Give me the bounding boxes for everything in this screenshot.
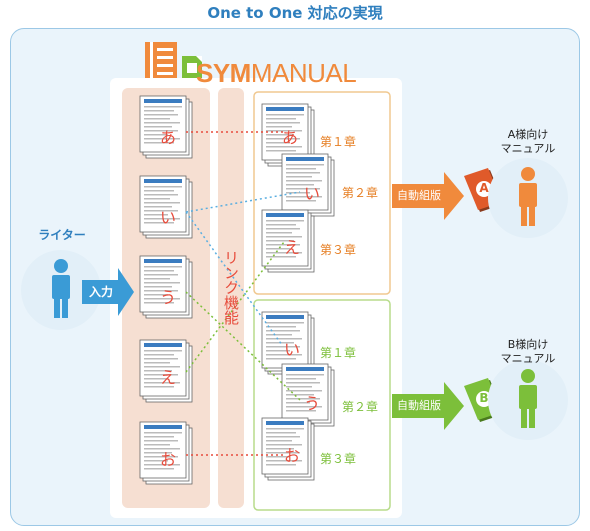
source-kana: お [160, 450, 177, 469]
auto-arrow-a [392, 172, 464, 220]
diagram-title: One to One 対応の実現 [207, 4, 383, 22]
manual-b-chapter: 第２章 [342, 400, 379, 414]
manual-a-chapter: 第１章 [320, 135, 357, 149]
input-arrow [82, 268, 134, 316]
writer-label: ライター [38, 228, 86, 242]
source-kana: あ [160, 128, 177, 147]
logo-book-icon [145, 42, 177, 80]
manual-a-kana: あ [282, 128, 299, 147]
customer-a-label: A様向け マニュアル [480, 128, 576, 156]
source-kana: う [160, 288, 177, 307]
link-lines [185, 131, 301, 456]
manual-a-chapter: 第２章 [342, 186, 379, 200]
auto-arrow-b [392, 382, 464, 430]
manual-b-kana: お [284, 446, 301, 465]
manual-b-chapter: 第１章 [320, 346, 357, 360]
manual-b-kana: う [304, 394, 321, 413]
source-kana: え [160, 368, 177, 387]
auto-label-b: 自動組版 [397, 399, 441, 412]
auto-label-a: 自動組版 [397, 189, 441, 202]
manual-a-kana: い [304, 184, 321, 203]
link-column [218, 88, 244, 508]
writer-figure [21, 250, 101, 330]
input-label: 入力 [88, 285, 113, 299]
customer-b-label-line1: B様向け [507, 338, 549, 351]
manual-b-kana: い [284, 340, 301, 359]
source-kana: い [160, 208, 177, 227]
customer-b-label: B様向け マニュアル [480, 338, 576, 366]
logo-doc-icon [182, 56, 202, 78]
logo-sym: SYM [196, 58, 251, 88]
manual-b-badge: B [479, 391, 489, 405]
manual-a-badge: A [479, 181, 489, 195]
logo-wordmark: SYMMANUAL [196, 58, 357, 89]
logo-manual: MANUAL [250, 58, 357, 88]
customer-a-label-line2: マニュアル [500, 142, 556, 155]
customer-b-label-line2: マニュアル [500, 352, 556, 365]
manual-b-chapter: 第３章 [320, 452, 357, 466]
link-label: リンク機能 [222, 250, 240, 325]
manual-a-chapter: 第３章 [320, 243, 357, 257]
customer-a-figure [488, 158, 568, 238]
customer-b-figure [488, 360, 568, 440]
customer-a-label-line1: A様向け [507, 128, 549, 141]
manual-a-kana: え [284, 238, 301, 257]
